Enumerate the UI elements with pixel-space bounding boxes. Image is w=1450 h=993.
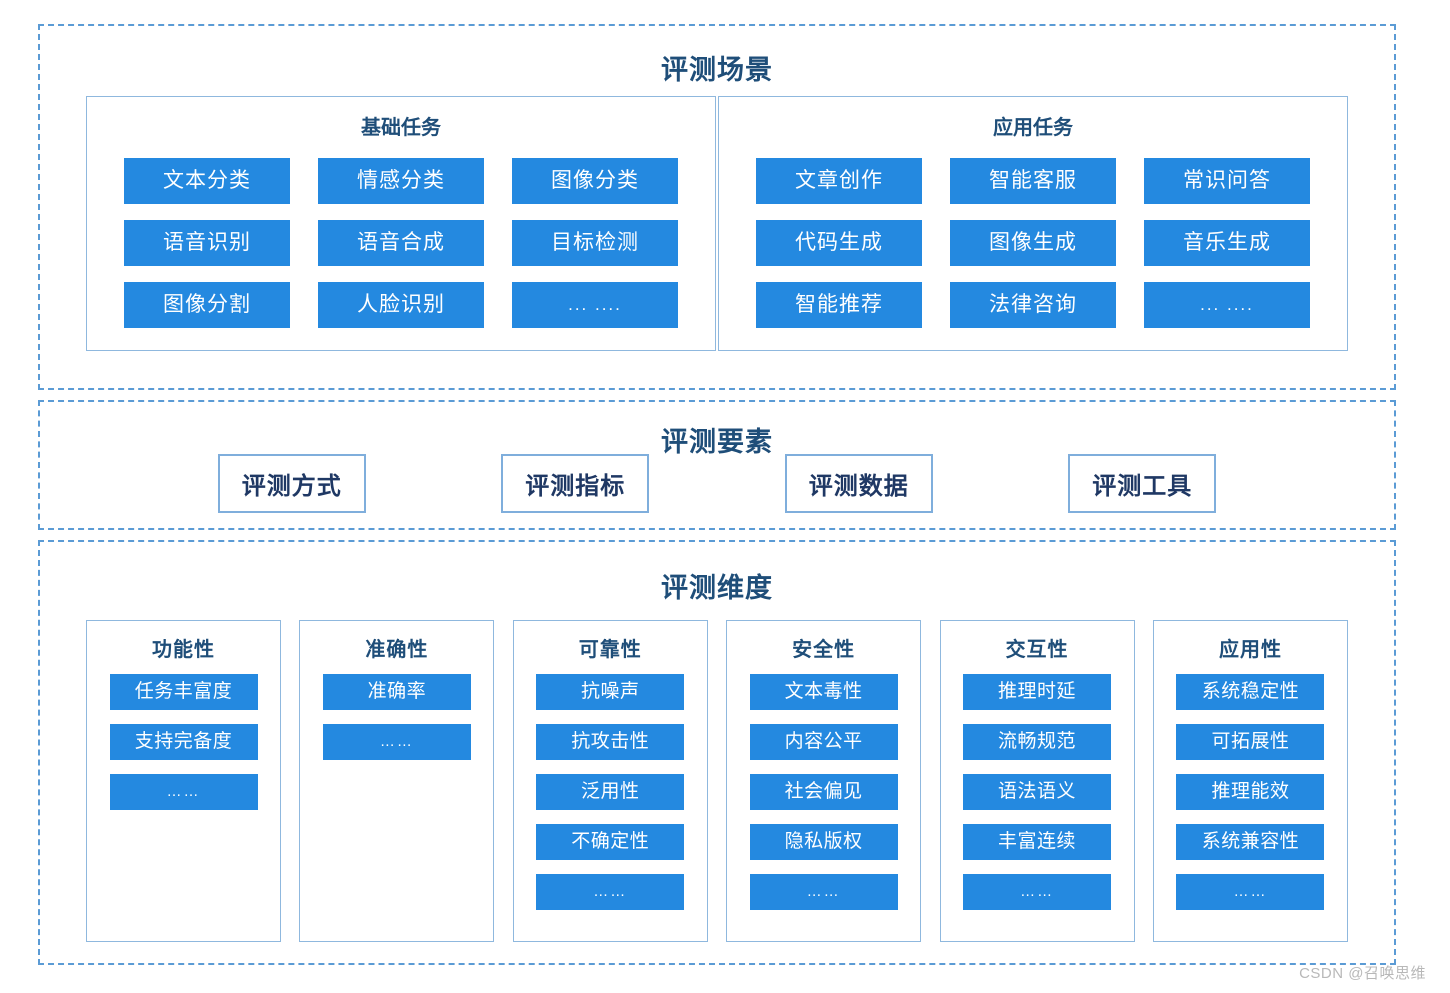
dimension-item-more[interactable]: …… <box>749 874 898 910</box>
panel-title-applied-tasks: 应用任务 <box>993 117 1073 139</box>
dimension-items: 系统稳定性 可拓展性 推理能效 系统兼容性 …… <box>1154 674 1347 910</box>
task-tile[interactable]: 目标检测 <box>512 220 678 266</box>
basic-tasks-grid: 文本分类 情感分类 图像分类 语音识别 语音合成 目标检测 图像分割 人脸识别 … <box>87 158 715 328</box>
panel-title-basic-tasks: 基础任务 <box>361 117 441 139</box>
dimension-title: 功能性 <box>152 639 215 661</box>
evaluation-dimensions-section: 评测维度 功能性 任务丰富度 支持完备度 …… 准确性 准确率 …… 可靠性 抗… <box>38 540 1396 965</box>
evaluation-elements-section: 评测要素 评测方式 评测指标 评测数据 评测工具 <box>38 400 1396 530</box>
task-tile[interactable]: 图像分割 <box>124 282 290 328</box>
task-tile[interactable]: 智能客服 <box>950 158 1116 204</box>
task-tile[interactable]: 文本分类 <box>124 158 290 204</box>
dimension-column-accuracy: 准确性 准确率 …… <box>299 620 495 942</box>
dimension-title: 安全性 <box>792 639 856 661</box>
watermark: CSDN @召唤思维 <box>1299 965 1426 982</box>
dimension-item[interactable]: 支持完备度 <box>109 724 258 760</box>
dimension-columns-row: 功能性 任务丰富度 支持完备度 …… 准确性 准确率 …… 可靠性 抗噪声 抗攻… <box>40 620 1394 942</box>
dimension-item-more[interactable]: …… <box>1176 874 1325 910</box>
dimension-item[interactable]: 抗攻击性 <box>536 724 685 760</box>
dimension-column-safety: 安全性 文本毒性 内容公平 社会偏见 隐私版权 …… <box>726 620 922 942</box>
dimension-items: 任务丰富度 支持完备度 …… <box>87 674 280 810</box>
dimension-item[interactable]: 语法语义 <box>963 774 1112 810</box>
task-tile[interactable]: 智能推荐 <box>756 282 922 328</box>
section-title-elements: 评测要素 <box>661 427 773 457</box>
dimension-title: 准确性 <box>365 639 429 661</box>
dimension-column-reliability: 可靠性 抗噪声 抗攻击性 泛用性 不确定性 …… <box>512 620 708 942</box>
task-tile[interactable]: 语音识别 <box>124 220 290 266</box>
panel-applied-tasks: 应用任务 文章创作 智能客服 常识问答 代码生成 图像生成 音乐生成 智能推荐 … <box>718 96 1348 351</box>
dimension-title: 应用性 <box>1218 639 1282 661</box>
dimension-item-more[interactable]: …… <box>109 774 258 810</box>
dimension-item[interactable]: 推理能效 <box>1176 774 1325 810</box>
dimension-item[interactable]: 流畅规范 <box>963 724 1112 760</box>
dimension-item[interactable]: 系统兼容性 <box>1176 824 1325 860</box>
dimension-column-interactivity: 交互性 推理时延 流畅规范 语法语义 丰富连续 …… <box>939 620 1135 942</box>
dimension-item[interactable]: 推理时延 <box>963 674 1112 710</box>
evaluation-elements-row: 评测方式 评测指标 评测数据 评测工具 <box>40 454 1394 513</box>
dimension-item[interactable]: 不确定性 <box>536 824 685 860</box>
task-tile-more[interactable]: ... .... <box>512 282 678 328</box>
dimension-item[interactable]: 社会偏见 <box>749 774 898 810</box>
applied-tasks-grid: 文章创作 智能客服 常识问答 代码生成 图像生成 音乐生成 智能推荐 法律咨询 … <box>719 158 1347 328</box>
dimension-item[interactable]: 文本毒性 <box>749 674 898 710</box>
task-tile[interactable]: 图像生成 <box>950 220 1116 266</box>
dimension-items: 准确率 …… <box>300 674 493 760</box>
dimension-items: 推理时延 流畅规范 语法语义 丰富连续 …… <box>941 674 1134 910</box>
dimension-item[interactable]: 系统稳定性 <box>1176 674 1325 710</box>
dimension-items: 文本毒性 内容公平 社会偏见 隐私版权 …… <box>727 674 920 910</box>
element-box-data[interactable]: 评测数据 <box>784 454 933 513</box>
dimension-item[interactable]: 隐私版权 <box>749 824 898 860</box>
section-title-scenarios: 评测场景 <box>661 55 773 85</box>
task-tile[interactable]: 法律咨询 <box>950 282 1116 328</box>
dimension-title: 可靠性 <box>578 639 642 661</box>
dimension-item[interactable]: 抗噪声 <box>536 674 685 710</box>
task-tile[interactable]: 音乐生成 <box>1144 220 1310 266</box>
element-box-tooling[interactable]: 评测工具 <box>1068 454 1217 513</box>
dimension-item-more[interactable]: …… <box>322 724 471 760</box>
dimension-item[interactable]: 准确率 <box>322 674 471 710</box>
scenario-panels: 基础任务 文本分类 情感分类 图像分类 语音识别 语音合成 目标检测 图像分割 … <box>40 96 1394 351</box>
task-tile[interactable]: 常识问答 <box>1144 158 1310 204</box>
dimension-item[interactable]: 任务丰富度 <box>109 674 258 710</box>
task-tile[interactable]: 情感分类 <box>318 158 484 204</box>
dimension-item[interactable]: 内容公平 <box>749 724 898 760</box>
element-box-method[interactable]: 评测方式 <box>217 454 366 513</box>
dimension-item-more[interactable]: …… <box>963 874 1112 910</box>
element-box-metric[interactable]: 评测指标 <box>501 454 650 513</box>
dimension-item[interactable]: 泛用性 <box>536 774 685 810</box>
task-tile[interactable]: 文章创作 <box>756 158 922 204</box>
evaluation-scenarios-section: 评测场景 基础任务 文本分类 情感分类 图像分类 语音识别 语音合成 目标检测 … <box>38 24 1396 390</box>
task-tile[interactable]: 人脸识别 <box>318 282 484 328</box>
task-tile-more[interactable]: ... .... <box>1144 282 1310 328</box>
panel-basic-tasks: 基础任务 文本分类 情感分类 图像分类 语音识别 语音合成 目标检测 图像分割 … <box>86 96 716 351</box>
task-tile[interactable]: 图像分类 <box>512 158 678 204</box>
dimension-column-applicability: 应用性 系统稳定性 可拓展性 推理能效 系统兼容性 …… <box>1152 620 1348 942</box>
task-tile[interactable]: 代码生成 <box>756 220 922 266</box>
dimension-column-functionality: 功能性 任务丰富度 支持完备度 …… <box>86 620 281 942</box>
dimension-item-more[interactable]: …… <box>536 874 685 910</box>
dimension-item[interactable]: 丰富连续 <box>963 824 1112 860</box>
dimension-items: 抗噪声 抗攻击性 泛用性 不确定性 …… <box>514 674 707 910</box>
task-tile[interactable]: 语音合成 <box>318 220 484 266</box>
section-title-dimensions: 评测维度 <box>661 573 773 603</box>
dimension-title: 交互性 <box>1005 639 1069 661</box>
dimension-item[interactable]: 可拓展性 <box>1176 724 1325 760</box>
